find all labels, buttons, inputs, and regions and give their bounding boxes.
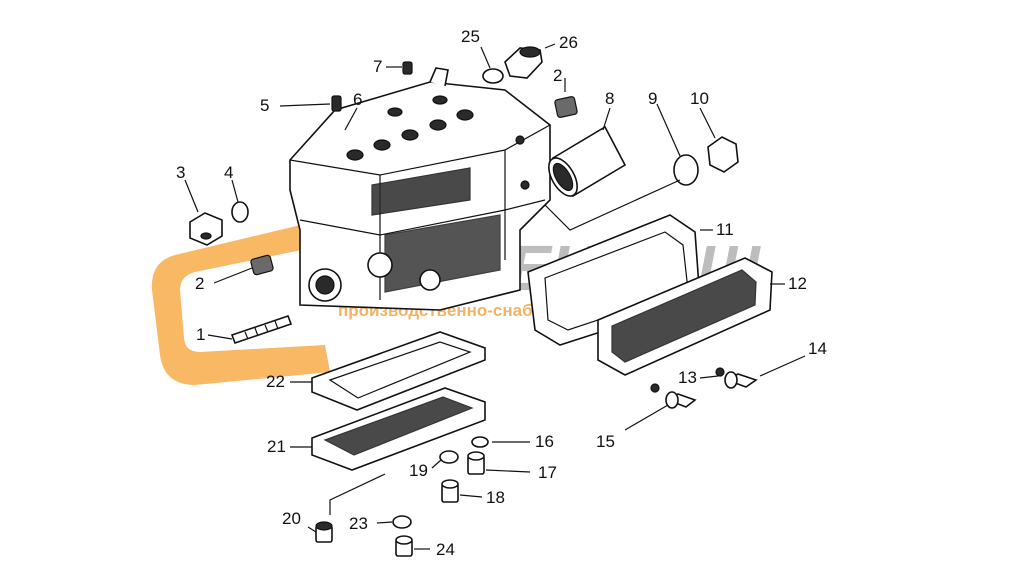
label-21: 21 — [267, 437, 286, 456]
label-12: 12 — [788, 274, 807, 293]
label-8: 8 — [605, 89, 614, 108]
label-3: 3 — [176, 163, 185, 182]
label-4: 4 — [224, 163, 233, 182]
part-18-screw — [441, 479, 459, 503]
part-5-pin — [331, 95, 342, 112]
label-25: 25 — [461, 27, 480, 46]
part-2-bushing-right — [554, 96, 578, 118]
part-10-plug — [707, 136, 739, 173]
label-26: 26 — [559, 33, 578, 52]
part-7-pin — [402, 61, 413, 75]
label-24: 24 — [436, 540, 455, 559]
label-1: 1 — [196, 325, 205, 344]
label-19: 19 — [409, 461, 428, 480]
label-13: 13 — [678, 368, 697, 387]
part-15-bolt — [665, 391, 697, 409]
part-13-washers — [650, 367, 725, 393]
label-23: 23 — [349, 514, 368, 533]
part-2-bushing-left — [250, 254, 274, 276]
part-1-stud — [230, 314, 293, 345]
leader-lines — [184, 43, 806, 550]
watermark-orange-bracket — [151, 218, 335, 385]
part-8-sleeve — [548, 125, 627, 198]
label-16: 16 — [535, 432, 554, 451]
label-9: 9 — [648, 89, 657, 108]
part-24-plug — [395, 535, 413, 557]
part-22-gasket — [311, 331, 486, 411]
part-12-cover — [597, 257, 773, 376]
part-14-bolt — [724, 371, 758, 389]
label-15: 15 — [596, 432, 615, 451]
label-17: 17 — [538, 463, 557, 482]
part-19-washer — [439, 450, 459, 464]
callout-labels: 1 2 2 3 4 5 6 7 8 9 10 11 12 13 14 15 16… — [176, 27, 827, 559]
label-14: 14 — [808, 339, 827, 358]
label-5: 5 — [260, 96, 269, 115]
label-6: 6 — [353, 90, 362, 109]
label-22: 22 — [266, 372, 285, 391]
part-21-cover — [311, 387, 486, 471]
part-16-washer — [471, 436, 489, 448]
part-9-ring — [673, 154, 699, 186]
part-17-screw — [467, 451, 485, 475]
part-23-washer — [392, 515, 412, 529]
part-3-hex-plug — [189, 212, 223, 246]
label-20: 20 — [282, 509, 301, 528]
label-2-left: 2 — [195, 274, 204, 293]
valve-housing — [289, 67, 551, 311]
label-11: 11 — [716, 220, 734, 239]
label-7: 7 — [373, 57, 382, 76]
part-25-o-ring — [482, 68, 504, 84]
part-26-fitting — [504, 46, 543, 79]
label-18: 18 — [486, 488, 505, 507]
label-2-right: 2 — [553, 66, 562, 85]
label-10: 10 — [690, 89, 709, 108]
part-4-o-ring — [231, 201, 249, 223]
part-20-plug — [315, 521, 333, 543]
